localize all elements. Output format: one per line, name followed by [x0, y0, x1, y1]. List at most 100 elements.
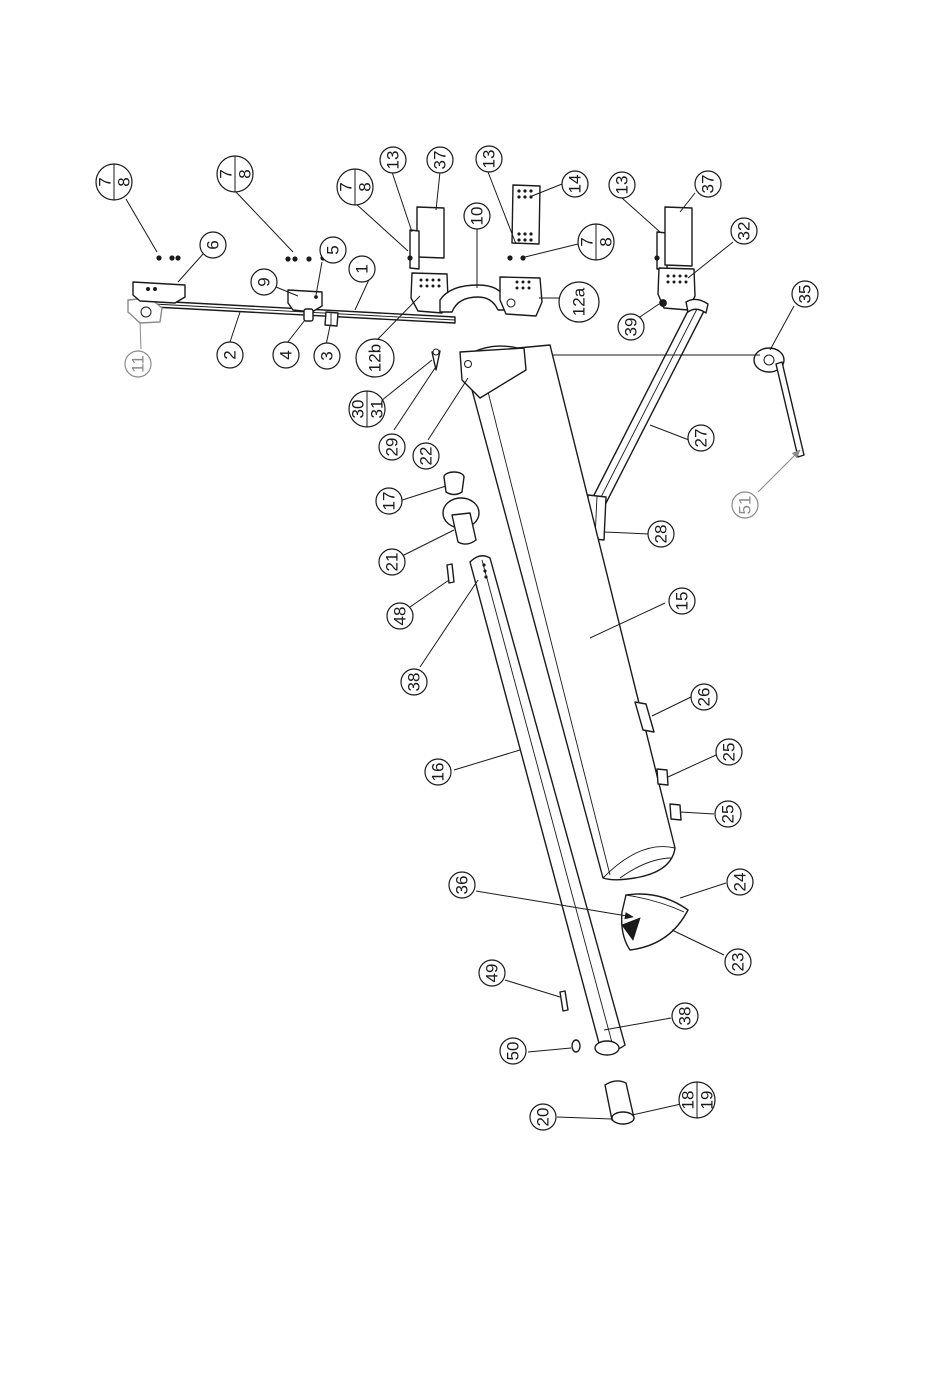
svg-text:35: 35: [796, 285, 815, 304]
callout-24: 24: [727, 869, 753, 895]
plug-part-21: [443, 498, 479, 544]
svg-text:13: 13: [613, 176, 632, 195]
arm-bracket-part-12a: [500, 277, 542, 316]
svg-text:39: 39: [622, 318, 641, 337]
callout-30-31: 30 31: [349, 391, 387, 427]
svg-text:30: 30: [349, 400, 368, 419]
svg-text:20: 20: [534, 1108, 553, 1127]
callout-26: 26: [691, 684, 717, 710]
svg-text:18: 18: [679, 1091, 698, 1110]
svg-text:8: 8: [115, 177, 134, 186]
clip-part-4: [304, 309, 313, 321]
bracket-part-6: [133, 282, 185, 303]
svg-text:50: 50: [504, 1042, 523, 1061]
callout-48: 48: [387, 603, 413, 629]
plate-part-13-left: [410, 230, 419, 269]
svg-text:17: 17: [380, 492, 399, 511]
callout-25-upper: 25: [716, 739, 742, 765]
callout-49: 49: [479, 960, 505, 986]
end-cap-part-23: [622, 894, 688, 950]
svg-text:19: 19: [698, 1091, 717, 1110]
svg-text:23: 23: [729, 953, 748, 972]
callout-21: 21: [379, 549, 405, 575]
svg-text:4: 4: [277, 350, 296, 359]
mounting-plate-part-14: [512, 185, 540, 244]
svg-text:49: 49: [483, 964, 502, 983]
svg-text:37: 37: [699, 175, 718, 194]
callout-27: 27: [688, 425, 714, 451]
svg-text:32: 32: [735, 222, 754, 241]
callout-7-8-c: 7 8: [337, 169, 375, 205]
callout-36: 36: [449, 872, 475, 898]
callout-22: 22: [413, 443, 439, 469]
callout-29: 29: [379, 434, 405, 460]
callout-13-mid: 13: [476, 146, 502, 172]
svg-text:15: 15: [673, 592, 692, 611]
callout-12a: 12a: [559, 282, 599, 322]
callout-2: 2: [217, 342, 243, 368]
callout-10: 10: [464, 203, 490, 229]
callout-38-upper: 38: [401, 669, 427, 695]
svg-text:48: 48: [391, 607, 410, 626]
svg-text:29: 29: [383, 438, 402, 457]
svg-text:28: 28: [652, 525, 671, 544]
callout-14: 14: [562, 171, 588, 197]
svg-text:16: 16: [429, 763, 448, 782]
callout-35: 35: [792, 281, 818, 307]
svg-text:7: 7: [96, 177, 115, 186]
callout-4: 4: [273, 342, 299, 368]
svg-text:3: 3: [318, 351, 337, 360]
svg-text:11: 11: [129, 355, 148, 373]
callout-37-left: 37: [427, 147, 453, 173]
callout-23: 23: [725, 949, 751, 975]
plate-part-37-left: [417, 207, 444, 258]
callout-39: 39: [618, 314, 644, 340]
plate-part-37-right: [665, 207, 692, 266]
svg-text:22: 22: [417, 447, 436, 466]
callout-37-right: 37: [695, 171, 721, 197]
svg-text:37: 37: [431, 151, 450, 170]
callout-13-left: 13: [380, 147, 406, 173]
svg-text:7: 7: [337, 182, 356, 191]
callout-28: 28: [648, 521, 674, 547]
callout-11: 11: [125, 351, 151, 377]
svg-text:6: 6: [204, 240, 223, 249]
svg-text:8: 8: [597, 237, 616, 246]
pin-part-49: [560, 991, 568, 1011]
callout-7-8-d: 7 8: [578, 224, 616, 260]
pin-part-39: [660, 300, 667, 307]
clip-part-3: [325, 312, 338, 326]
callout-9: 9: [251, 269, 277, 295]
svg-text:2: 2: [221, 350, 240, 359]
svg-text:25: 25: [719, 805, 738, 824]
svg-text:13: 13: [384, 151, 403, 170]
svg-text:8: 8: [236, 169, 255, 178]
svg-text:9: 9: [255, 277, 274, 286]
svg-text:36: 36: [453, 876, 472, 895]
svg-text:1: 1: [353, 264, 372, 273]
callout-38-lower: 38: [672, 1003, 698, 1029]
svg-text:12b: 12b: [366, 344, 385, 372]
svg-text:12a: 12a: [570, 287, 589, 316]
svg-text:51: 51: [736, 496, 755, 515]
callout-5: 5: [320, 237, 346, 263]
svg-text:14: 14: [566, 175, 585, 194]
callout-1: 1: [349, 256, 375, 282]
screw-set-7-8: [156, 255, 659, 261]
arm-part-27: [591, 299, 708, 505]
end-piece-part-17: [444, 472, 464, 495]
svg-text:31: 31: [368, 400, 387, 419]
svg-text:24: 24: [731, 873, 750, 892]
connector-part-10: [440, 285, 506, 312]
callout-20: 20: [530, 1104, 556, 1130]
callout-25-lower: 25: [715, 801, 741, 827]
svg-text:5: 5: [324, 245, 343, 254]
bearing-part-20: [605, 1081, 634, 1124]
svg-text:13: 13: [480, 150, 499, 169]
fitting-part-25-lower: [670, 804, 681, 820]
svg-text:7: 7: [217, 169, 236, 178]
svg-text:25: 25: [720, 743, 739, 762]
svg-text:21: 21: [383, 553, 402, 572]
